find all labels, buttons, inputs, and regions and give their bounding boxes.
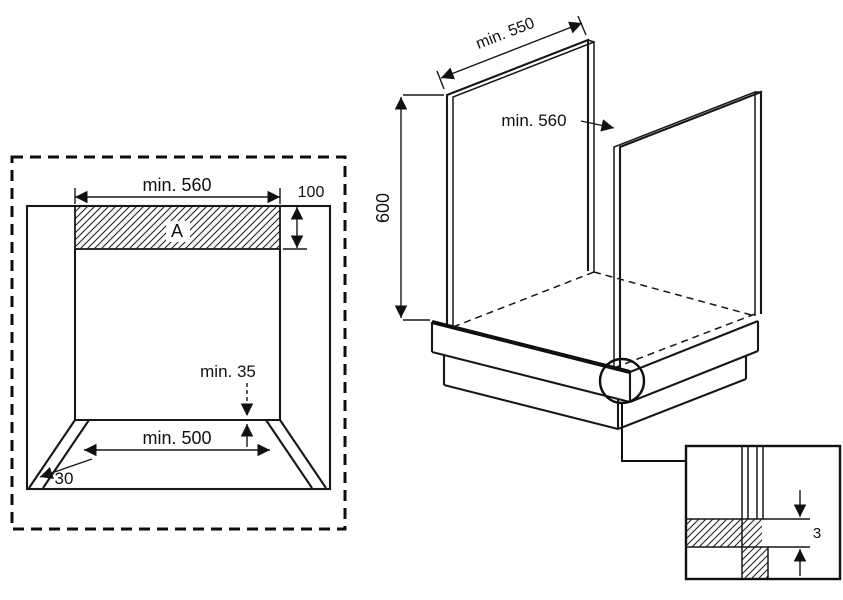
dim-inner-560-label: min. 560 [501, 111, 566, 130]
label-backing [166, 221, 190, 242]
panel-hatch [742, 547, 768, 579]
dim-100-label: 100 [298, 184, 325, 201]
dimension-depth-550: min. 550 [436, 15, 587, 90]
dim-550-label: min. 550 [474, 15, 537, 53]
dimension-gap-3: 3 [793, 490, 821, 576]
dimension-min-35: min. 35 [200, 362, 256, 447]
worktop-hatch [686, 519, 762, 547]
left-side-panel [445, 38, 595, 327]
dimension-height-100: 100 [283, 184, 325, 250]
dimension-width-560: min. 560 [74, 175, 281, 204]
dim-30-label: 30 [55, 469, 74, 488]
base-plinth [430, 320, 760, 431]
right-side-panel [613, 90, 763, 369]
area-a-label: A [171, 221, 183, 241]
dimension-inner-560: min. 560 [501, 111, 615, 132]
dim-500-label: min. 500 [142, 428, 211, 448]
dashed-frame [10, 155, 347, 531]
dimension-floor-500: min. 500 [84, 428, 270, 457]
dimension-corner-30: 30 [39, 458, 93, 488]
cutout-front-view: A min. 560 100 min. 35 min. 500 30 [10, 155, 347, 531]
dimension-height-600: 600 [373, 94, 444, 321]
front-edge [431, 320, 631, 374]
cabinet-iso-view: min. 550 600 min. 560 [373, 15, 763, 462]
dim-560-label: min. 560 [142, 175, 211, 195]
detail-callout-circle [598, 357, 646, 405]
dim-35-label: min. 35 [200, 362, 256, 381]
hidden-edges [452, 271, 756, 369]
detail-leader-line [621, 403, 686, 462]
dim-3-label: 3 [813, 525, 821, 542]
detail-view: 3 [684, 444, 842, 581]
dim-600-label: 600 [373, 193, 393, 223]
